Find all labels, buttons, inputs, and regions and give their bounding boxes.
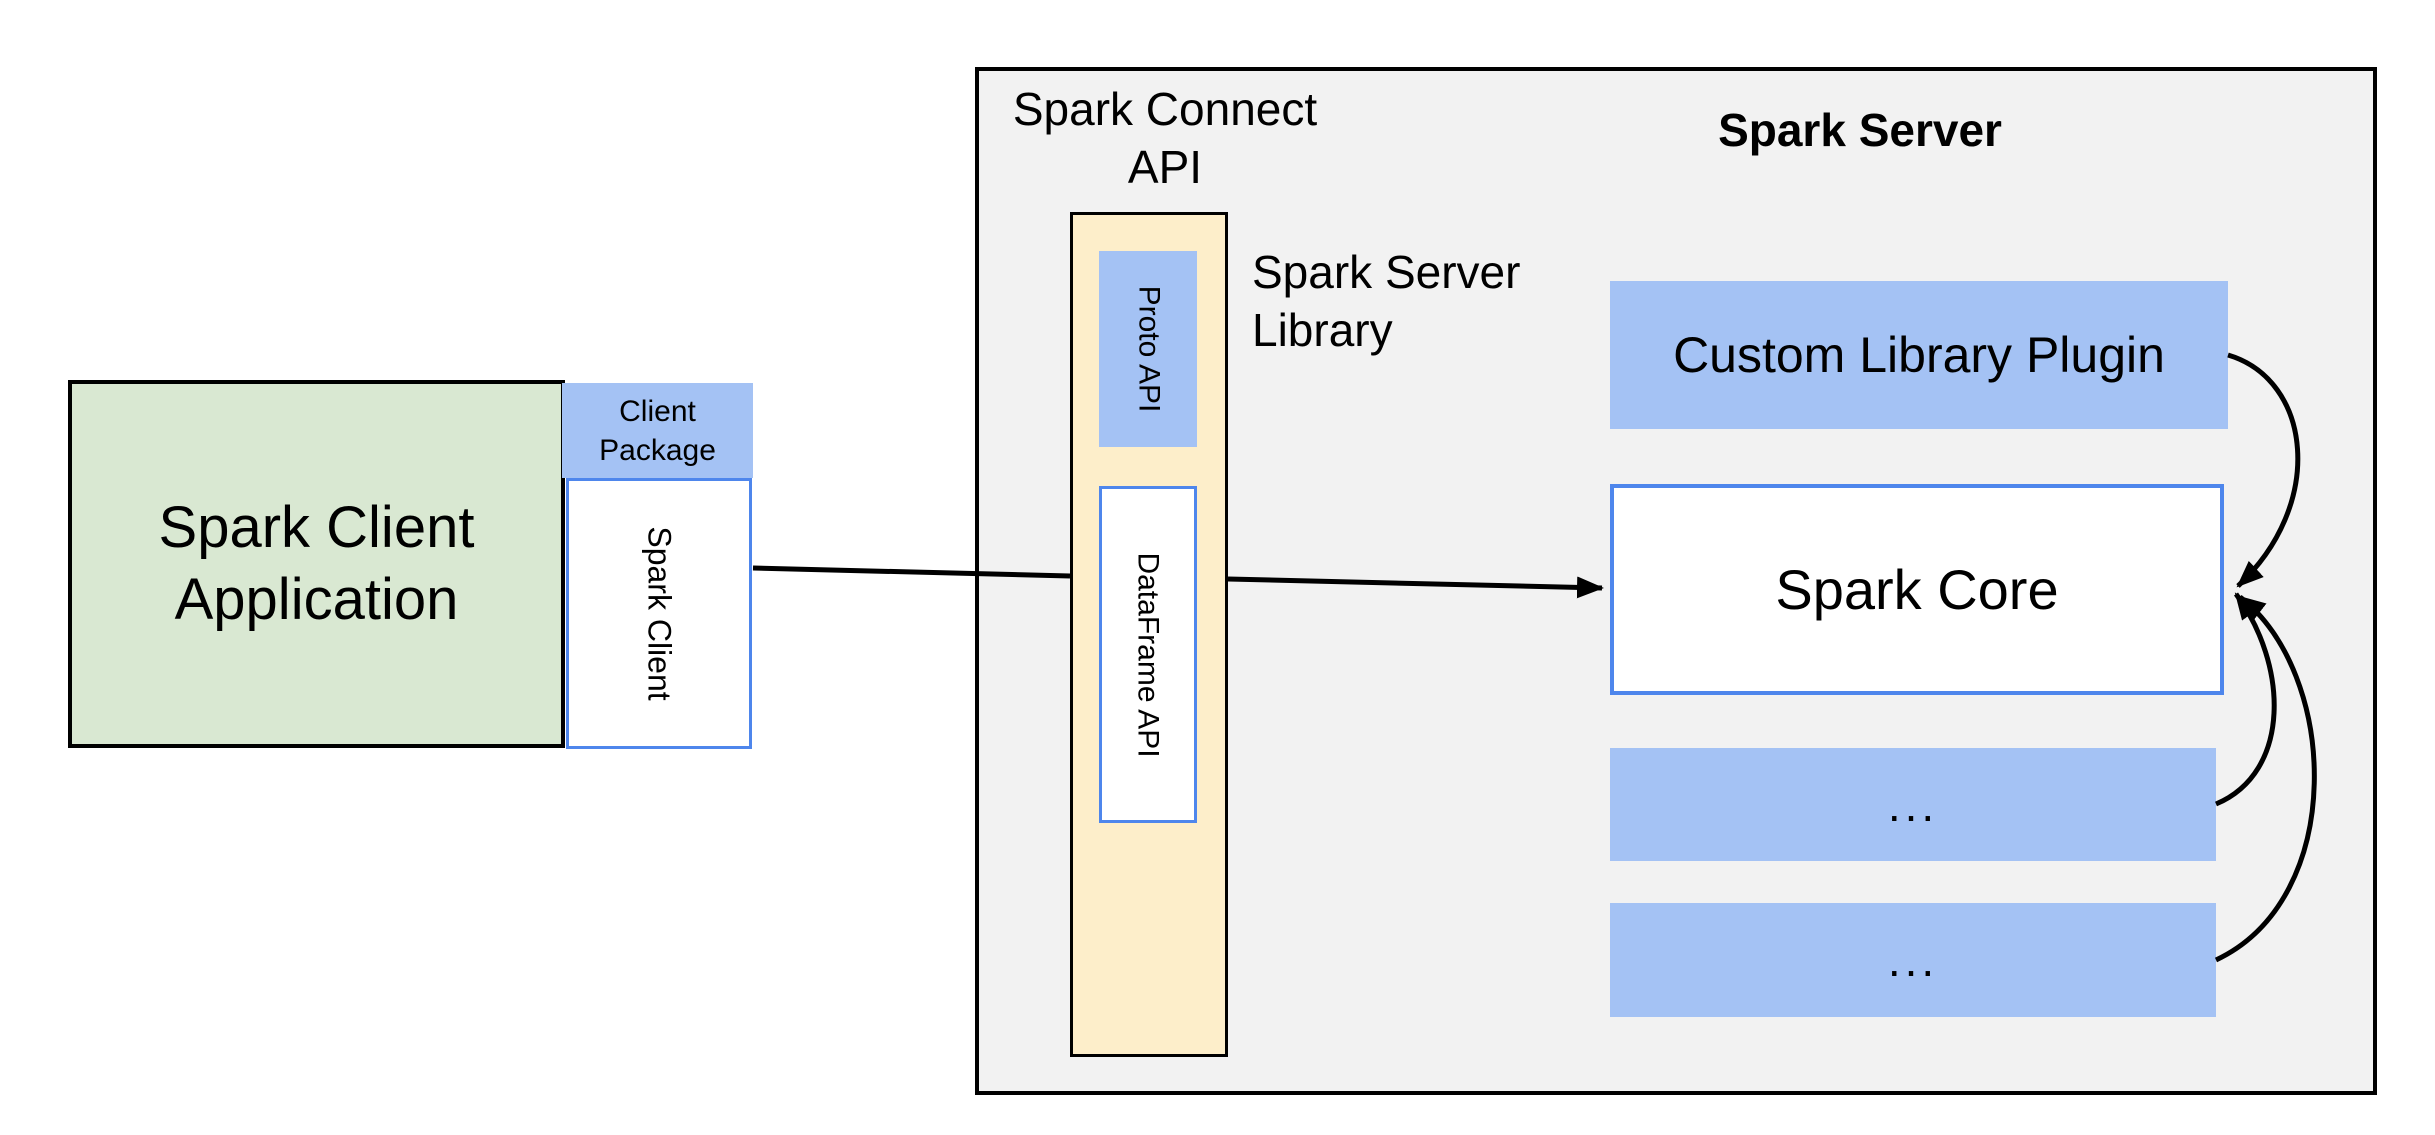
custom-library-plugin-label: Custom Library Plugin [1673, 327, 2165, 383]
ellipsis-box-1: ... [1610, 748, 2216, 861]
proto-api-label: Proto API [1132, 285, 1165, 413]
spark-core-box: Spark Core [1610, 484, 2224, 695]
spark-client-box: Spark Client [566, 478, 752, 749]
spark-client-label: Spark Client [641, 526, 678, 701]
spark-connect-api-label: Spark Connect API [1012, 83, 1318, 193]
proto-api-box: Proto API [1099, 251, 1197, 447]
dataframe-api-label: DataFrame API [1132, 551, 1166, 758]
spark-client-application-box: Spark Client Application [68, 380, 565, 748]
spark-core-label: Spark Core [1775, 558, 2059, 621]
dataframe-api-box: DataFrame API [1099, 486, 1197, 823]
ellipsis-label-2: ... [1887, 934, 1939, 986]
custom-library-plugin-box: Custom Library Plugin [1610, 281, 2228, 429]
ellipsis-box-2: ... [1610, 903, 2216, 1017]
client-package-label: Client Package [599, 394, 716, 467]
spark-server-library-label: Spark Server Library [1252, 246, 1521, 356]
spark-server-title: Spark Server [1718, 104, 2002, 156]
spark-client-application-label: Spark Client Application [158, 495, 475, 632]
client-package-box: Client Package [562, 383, 753, 478]
ellipsis-label-1: ... [1887, 778, 1939, 831]
